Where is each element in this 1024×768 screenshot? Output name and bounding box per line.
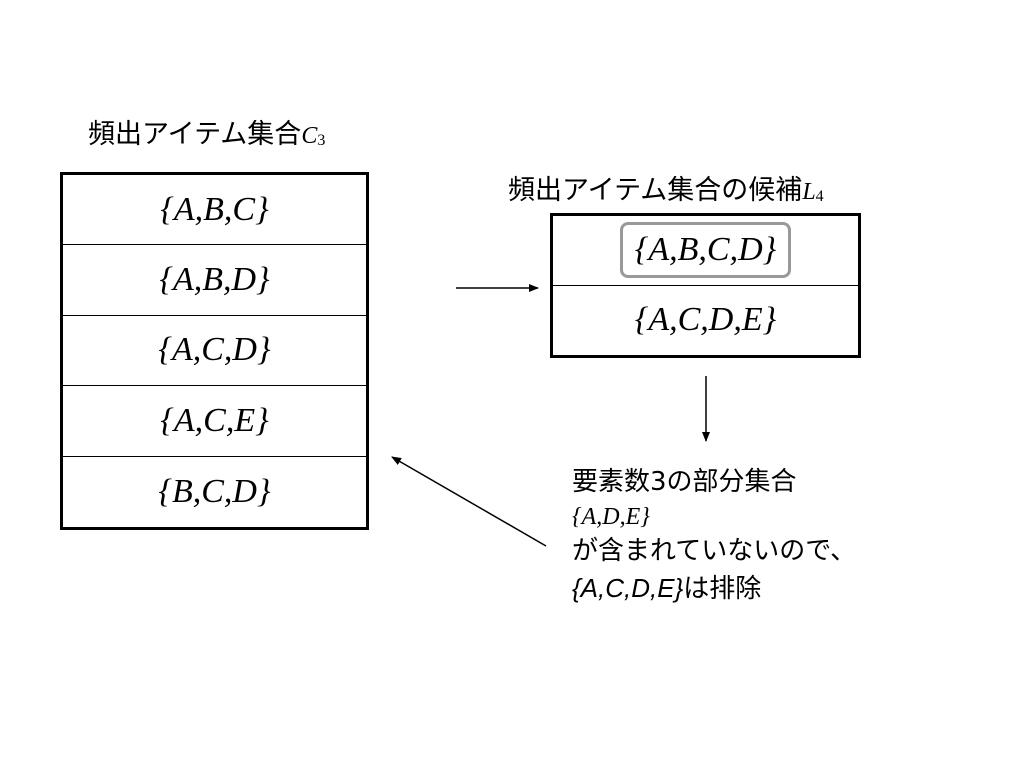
explanation-note: 要素数3の部分集合 {A,D,E} が含まれていないので、 {A,C,D,E}は… — [572, 464, 856, 608]
c3-subscript: 3 — [317, 132, 326, 149]
c3-title-text: 頻出アイテム集合 — [88, 119, 302, 150]
c3-symbol: C — [301, 123, 318, 149]
c3-row: {A,C,E} — [63, 386, 366, 457]
note-line4-suffix: は排除 — [683, 574, 762, 604]
note-line1: 要素数3の部分集合 — [572, 467, 797, 497]
note-line3: が含まれていないので、 — [572, 536, 857, 566]
l4-row-highlighted: {A,B,C,D} — [619, 222, 792, 279]
c3-title: 頻出アイテム集合C3 — [88, 112, 325, 151]
l4-row: {A,B,C,D} — [553, 216, 858, 286]
note-excluded-set: {A,C,D,E} — [572, 573, 684, 603]
l4-title-text: 頻出アイテム集合の候補 — [508, 175, 803, 206]
c3-row: {A,C,D} — [63, 316, 366, 387]
c3-row: {B,C,D} — [158, 472, 271, 510]
l4-row: {A,C,D,E} — [634, 301, 777, 339]
l4-symbol: L — [802, 179, 816, 205]
c3-row: {A,B,D} — [63, 245, 366, 316]
l4-subscript: 4 — [815, 188, 824, 205]
arrow-back — [391, 456, 547, 547]
c3-table: {A,B,C} {A,B,D} {A,C,D} {A,C,E} {B,C,D} — [60, 172, 369, 530]
note-line2: {A,D,E} — [572, 504, 650, 530]
note-line4: {A,C,D,E}は排除 — [572, 570, 856, 608]
l4-table: {A,B,C,D} {A,C,D,E} — [550, 213, 861, 358]
l4-title: 頻出アイテム集合の候補L4 — [508, 168, 824, 207]
c3-row: {A,B,C} — [63, 175, 366, 246]
